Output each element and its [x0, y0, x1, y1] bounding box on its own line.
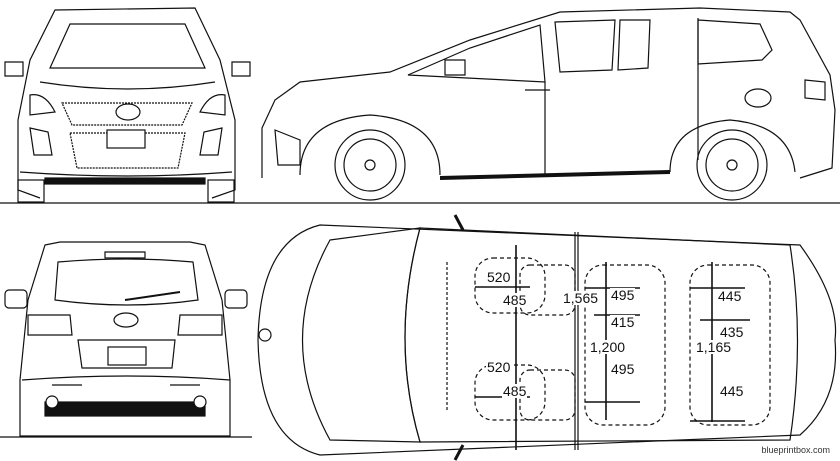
dim-row3-seat-bottom: 445 [719, 383, 745, 399]
dim-row3-width: 1,165 [695, 339, 733, 355]
dim-row1-headroom-bottom: 520 [486, 359, 512, 375]
dim-row2-seat-bottom: 495 [610, 361, 636, 377]
dim-row3-aisle: 435 [719, 324, 745, 340]
dim-row2-seat-top: 495 [610, 287, 636, 303]
dim-row1-seat-width-top: 485 [502, 292, 528, 308]
front-view [4, 7, 251, 203]
dim-row2-aisle: 415 [610, 314, 636, 330]
side-view [261, 7, 836, 201]
dim-row3-seat-top: 445 [717, 288, 743, 304]
dim-row1-seat-width-bottom: 485 [502, 383, 528, 399]
dim-cabin-width-front: 1,565 [562, 290, 600, 306]
rear-view [4, 241, 248, 437]
dim-row1-headroom-top: 520 [486, 269, 512, 285]
watermark: blueprintbox.com [761, 445, 830, 455]
top-view [257, 214, 837, 461]
dim-row2-width: 1,200 [589, 339, 627, 355]
